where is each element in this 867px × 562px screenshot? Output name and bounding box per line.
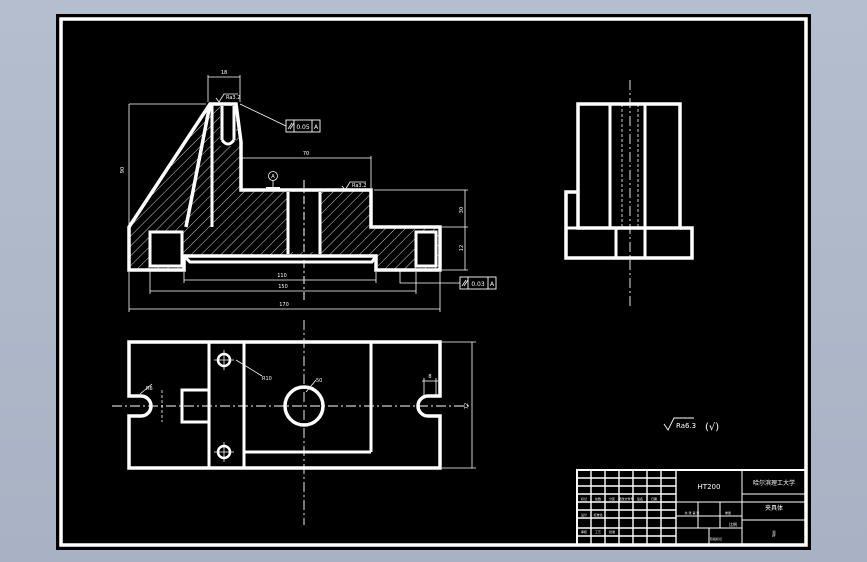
- front-section-view: 18 90 70 30 12 110 150 170 Ra3.2 Ra3.2 A…: [120, 70, 497, 312]
- material-text: HT200: [698, 483, 721, 491]
- left-pocket: [150, 232, 182, 266]
- title-block-label: 工艺: [595, 529, 601, 534]
- title-block: HT200 哈尔滨理工大学 夹具体 JJ 比例 标记 处数 分区更改文件号签名 日期设…: [576, 469, 807, 546]
- university-text: 哈尔滨理工大学: [753, 479, 795, 487]
- flatness-tolerance-frame: 0.03 A: [459, 276, 497, 290]
- drawing-border: [59, 17, 808, 547]
- scale-label-text: 比例: [729, 521, 737, 527]
- general-surface-finish: Ra6.3 (√): [663, 417, 719, 433]
- flatness-value: 0.03: [471, 281, 485, 288]
- section-hatch: [129, 104, 440, 270]
- right-pocket-outline: [414, 230, 438, 268]
- title-block-labels: 标记 处数 分区更改文件号签名 日期设计 标准化审核 工艺 批准 共 张 第 张阶段标记 重量: [581, 496, 731, 541]
- upper-slot: [220, 106, 236, 146]
- leader-flatness: [399, 270, 460, 284]
- left-pocket-outline: [148, 230, 184, 268]
- base-groove: [182, 254, 378, 264]
- title-block-label: 更改文件号: [618, 496, 633, 501]
- dim-text-base-mid: 150: [278, 284, 288, 290]
- leader-parallel: [239, 103, 287, 127]
- hole-dia-text: 50: [316, 378, 322, 384]
- parallel-tolerance-frame: 0.05 A: [285, 119, 321, 133]
- flatness-datum: A: [490, 281, 495, 288]
- radius-note: R10: [262, 376, 272, 382]
- dim-text-slot: 18: [221, 70, 227, 76]
- plan-outline: [127, 340, 442, 470]
- slot-radius-text: R6: [146, 386, 153, 392]
- title-block-label: 分区: [609, 496, 615, 501]
- rib-line: [184, 103, 212, 228]
- notch-width-text: 8: [428, 374, 431, 380]
- title-block-label: 批准: [609, 529, 615, 534]
- roughness-symbol-mid: [341, 181, 366, 191]
- title-block-label: 阶段标记: [710, 536, 722, 541]
- datum-base: [266, 187, 280, 190]
- dim-text-base-total: 170: [279, 302, 289, 308]
- dim-text-top-height: 90: [120, 167, 126, 173]
- side-view: [564, 80, 694, 306]
- roughness-symbol-top: [215, 93, 238, 103]
- dim-text-flange: 12: [459, 245, 465, 251]
- datum-circle-text: A: [271, 174, 275, 180]
- title-block-label: 审核: [581, 529, 587, 534]
- title-block-label: 设计: [581, 512, 587, 517]
- finish-symbol-text: Ra6.3: [676, 422, 696, 430]
- title-block-label: 标记: [581, 496, 587, 501]
- dim-text-base-inner: 110: [277, 273, 287, 279]
- part-name-text: 夹具体: [765, 504, 783, 512]
- parallel-value: 0.05: [296, 124, 310, 131]
- top-view: R10 50 R6 8 72: [112, 320, 476, 525]
- title-block-label: 处数: [595, 496, 601, 501]
- dim-text-step-height: 30: [459, 207, 465, 213]
- drawing-paper: [56, 14, 811, 550]
- title-block-label: 重量: [725, 510, 731, 515]
- roughness-mid-text: Ra3.2: [352, 183, 366, 189]
- title-block-left-grid: [576, 469, 677, 546]
- plan-bore: [283, 385, 325, 427]
- finish-bracket-text: (√): [705, 422, 719, 433]
- datum-circle: [268, 171, 278, 181]
- right-pocket: [416, 232, 436, 266]
- plan-height-text: 72: [464, 403, 470, 409]
- drawing-no-text: JJ: [771, 530, 776, 537]
- parallel-datum: A: [314, 124, 319, 131]
- title-block-label: 日期: [651, 496, 657, 501]
- roughness-top-text: Ra3.2: [226, 95, 240, 101]
- slot-bottom: [220, 139, 236, 146]
- front-outline: [127, 102, 442, 272]
- title-block-label: 签名: [637, 496, 643, 501]
- title-block-label: 共 张 第 张: [685, 510, 700, 515]
- dim-text-upper-step: 70: [303, 151, 309, 157]
- title-block-label: 标准化: [593, 512, 602, 517]
